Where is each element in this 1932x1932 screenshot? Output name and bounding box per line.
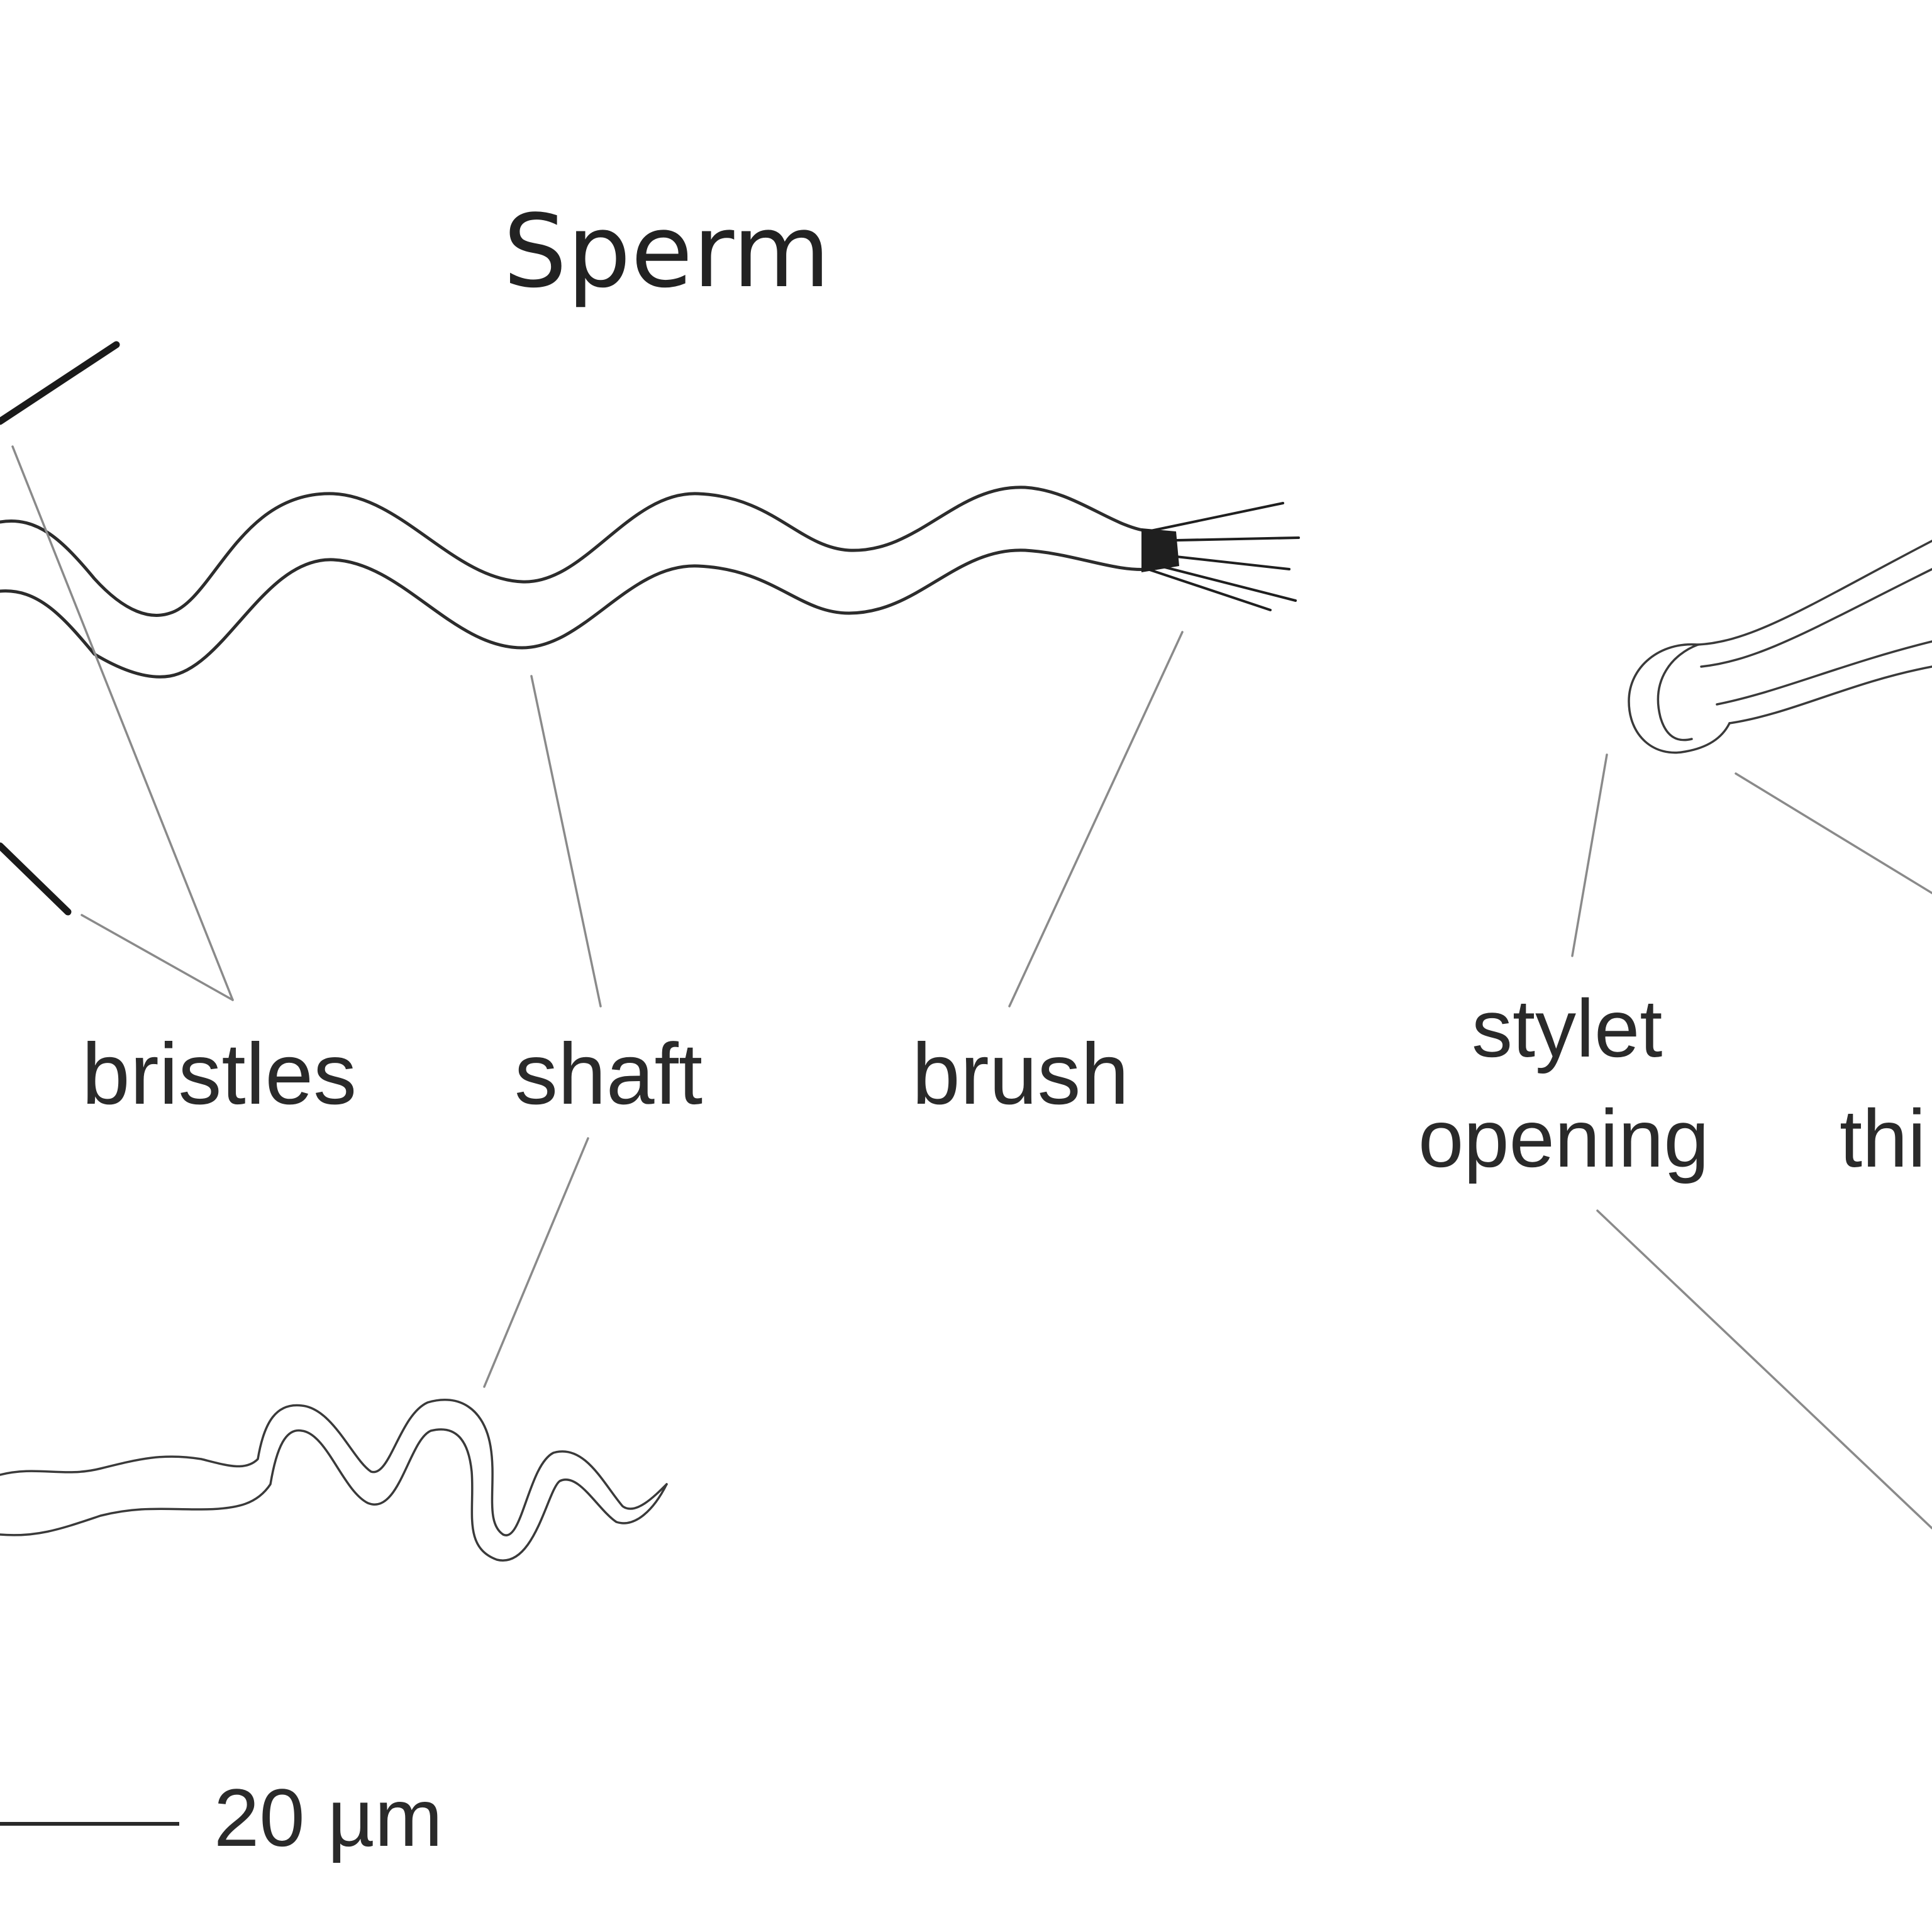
label-bristles: bristles	[82, 1026, 357, 1123]
stylet-tube-top	[1697, 540, 1932, 646]
leader-brush	[1008, 631, 1184, 1008]
bristle-upper	[0, 341, 120, 425]
leader-shaft-lower	[483, 1137, 589, 1388]
stylet-tube-top-inner	[1700, 568, 1932, 668]
coil-outline-top	[0, 1399, 668, 1536]
brush-base	[1141, 528, 1179, 572]
leader-stylet-opening-lower	[1596, 1209, 1932, 1530]
lower-sperm	[0, 1399, 668, 1562]
leader-thi-upper	[1735, 772, 1932, 894]
stylet-structure	[1628, 540, 1932, 754]
brush-bristle	[1146, 562, 1297, 602]
diagram-title: Sperm	[503, 192, 830, 310]
label-partial-thi: thi	[1840, 1092, 1926, 1184]
leader-shaft-upper	[530, 675, 602, 1008]
leader-lines-upper	[11, 445, 1184, 1008]
stylet-tube-bottom-inner	[1716, 640, 1932, 706]
brush-bristle	[1146, 502, 1284, 533]
upper-sperm	[0, 341, 1300, 916]
coil-outline-bottom	[0, 1428, 668, 1562]
scale-bar: 20 µm	[0, 1772, 443, 1863]
stylet-bulb-inner	[1657, 643, 1699, 741]
brush-tip	[1141, 502, 1300, 611]
leader-stylet-opening-upper	[1571, 753, 1608, 957]
stylet-tube-bottom	[1728, 665, 1932, 724]
shaft-outline-top	[0, 486, 1153, 617]
label-shaft: shaft	[514, 1026, 702, 1123]
brush-bristle	[1146, 568, 1272, 611]
scale-bar-label: 20 µm	[214, 1772, 443, 1863]
bristle-lower	[0, 842, 72, 916]
label-stylet: stylet	[1472, 982, 1662, 1074]
label-opening: opening	[1418, 1092, 1709, 1184]
stylet-bulb	[1628, 643, 1731, 754]
leader-bristles-lower	[80, 914, 234, 1001]
shaft-outline-bottom	[0, 548, 1153, 679]
label-brush: brush	[912, 1026, 1129, 1123]
leader-lines-right	[1571, 753, 1932, 1530]
leader-bristles-upper	[11, 445, 234, 1001]
